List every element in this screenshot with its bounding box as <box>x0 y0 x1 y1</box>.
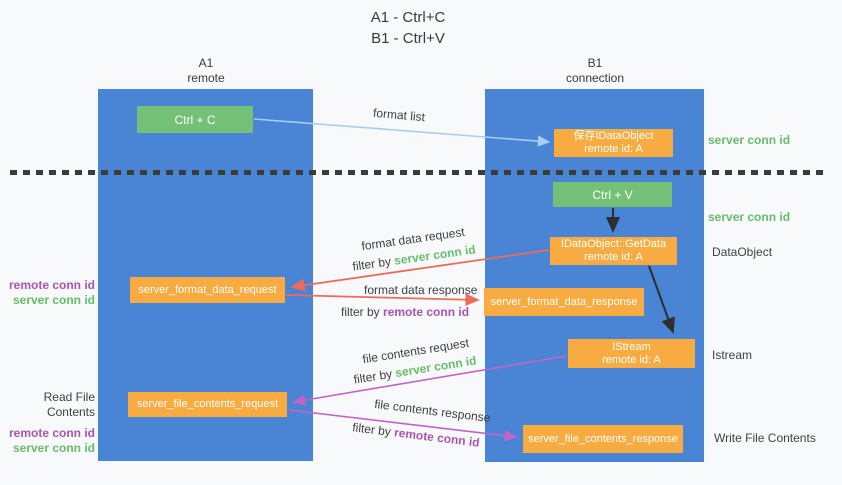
format-list-label: format list <box>372 105 426 125</box>
right-server-conn-id-1: server conn id <box>708 133 791 147</box>
istream-line1: IStream <box>612 340 651 353</box>
getdata-line2: remote id: A <box>584 251 643 263</box>
dataobject-label: DataObject <box>712 245 773 259</box>
filter-by-text: filter by <box>351 420 392 439</box>
lane-b1-subtitle: connection <box>565 71 625 85</box>
file-contents-response-label: file contents response <box>373 396 492 426</box>
left-server-conn-id-1: server conn id <box>12 293 95 307</box>
left-remote-conn-id-2: remote conn id <box>8 426 95 440</box>
ctrl-c-label: Ctrl + C <box>174 112 216 127</box>
getdata-line1: IDataObject::GetData <box>560 238 667 250</box>
ctrl-v-node: Ctrl + V <box>553 182 672 207</box>
right-server-conn-id-2: server conn id <box>708 210 791 224</box>
format-response-node: server_format_data_response <box>484 288 644 316</box>
title-line-2: B1 - Ctrl+V <box>371 30 445 47</box>
format-request-node: server_format_data_request <box>130 277 285 303</box>
file-request-label: server_file_contents_request <box>136 398 279 410</box>
istream-node: IStream remote id: A <box>568 339 695 368</box>
ctrl-c-node: Ctrl + C <box>137 106 253 133</box>
diagram-title: A1 - Ctrl+C B1 - Ctrl+V <box>318 7 498 49</box>
format-data-response-label: format data response <box>364 283 478 297</box>
ctrl-v-label: Ctrl + V <box>592 187 633 202</box>
getdata-node: IDataObject::GetData remote id: A <box>550 237 677 265</box>
lane-header-b1: B1 connection <box>535 56 655 86</box>
remote-conn-id-text: remote conn id <box>393 425 481 450</box>
format-response-filter-label: filter by remote conn id <box>341 305 469 319</box>
save-idataobject-line2: remote id: A <box>584 143 643 155</box>
title-line-1: A1 - Ctrl+C <box>370 9 446 26</box>
filter-by-text: filter by <box>351 254 392 274</box>
lane-a1-name: A1 <box>198 56 214 70</box>
filter-by-text: filter by <box>341 305 380 319</box>
format-response-label: server_format_data_response <box>490 295 638 308</box>
read-file-contents-label: Read File Contents <box>43 390 95 419</box>
format-request-label: server_format_data_request <box>138 283 277 296</box>
file-request-node: server_file_contents_request <box>128 392 287 417</box>
write-file-contents-label: Write File Contents <box>714 431 816 445</box>
save-idataobject-line1: 保存IDataObject <box>573 130 654 142</box>
left-file-label-group: Read File Contents remote conn id server… <box>3 390 95 456</box>
file-response-label: server_file_contents_response <box>528 432 678 445</box>
left-remote-conn-id-1: remote conn id <box>8 278 95 292</box>
save-idataobject-node: 保存IDataObject remote id: A <box>554 129 673 157</box>
file-response-filter-label: filter by remote conn id <box>352 420 481 450</box>
session-separator <box>10 170 823 175</box>
left-conn-id-group-1: remote conn id server conn id <box>3 278 95 308</box>
left-server-conn-id-2: server conn id <box>12 441 95 455</box>
file-response-node: server_file_contents_response <box>523 425 683 453</box>
remote-conn-id-text: remote conn id <box>383 305 470 319</box>
lane-a1-subtitle: remote <box>187 71 225 85</box>
lane-b1-name: B1 <box>587 56 603 70</box>
lane-header-a1: A1 remote <box>146 56 266 86</box>
istream-line2: remote id: A <box>602 353 661 366</box>
istream-side-label: Istream <box>712 348 753 362</box>
filter-by-text: filter by <box>352 366 394 387</box>
